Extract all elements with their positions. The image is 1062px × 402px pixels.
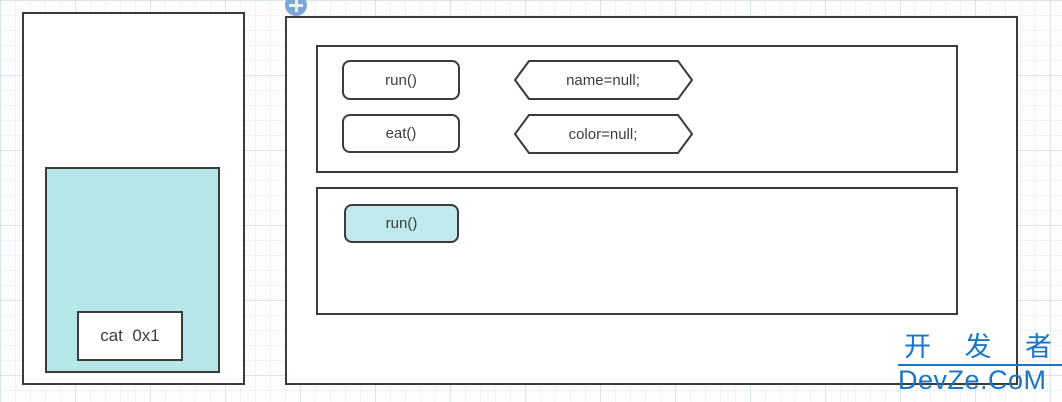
move-handle-icon[interactable]	[285, 0, 307, 16]
watermark: 开 发 者 DevZe.CoM	[898, 334, 1062, 394]
class-panel[interactable]: run() eat() name=null; color=null; run()	[285, 16, 1018, 385]
field-color-hexagon[interactable]: color=null;	[514, 114, 693, 154]
method-area[interactable]: run() eat() name=null; color=null;	[316, 45, 958, 173]
field-name-hexagon[interactable]: name=null;	[514, 60, 693, 100]
method-run-shape[interactable]: run()	[342, 60, 460, 100]
field-name-label: name=null;	[566, 72, 640, 89]
watermark-site-text: DevZe.CoM	[898, 365, 1047, 395]
stack-area[interactable]: run()	[316, 187, 958, 315]
field-color-label: color=null;	[569, 126, 638, 143]
watermark-chinese-text: 开 发 者	[898, 334, 1062, 366]
hexagon-outline	[514, 60, 693, 100]
method-eat-shape[interactable]: eat()	[342, 114, 460, 153]
hexagon-outline	[514, 114, 693, 154]
object-instance-label-box[interactable]: cat 0x1	[77, 311, 183, 361]
plus-icon-horizontal-bar	[289, 3, 303, 7]
active-method-shape[interactable]: run()	[344, 204, 459, 243]
object-instance-region[interactable]: cat 0x1	[45, 167, 220, 373]
heap-panel[interactable]: cat 0x1	[22, 12, 245, 385]
